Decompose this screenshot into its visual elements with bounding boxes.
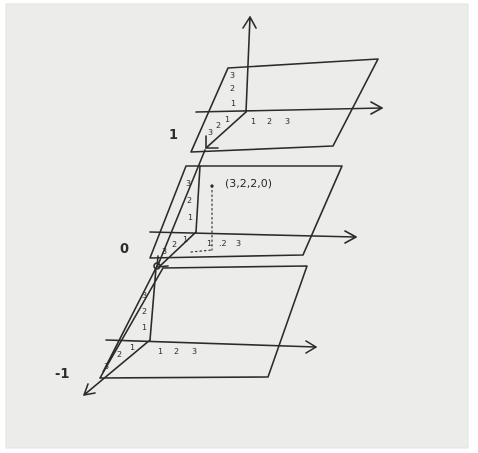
bottom-plane-x-axis: [105, 339, 317, 348]
bottom-plane-y-tick: 3: [142, 291, 147, 300]
bottom-plane-z-arrowhead: [83, 383, 96, 396]
middle-plane-x-tick: 1: [207, 239, 212, 248]
middle-plane-x-axis: [149, 231, 357, 238]
middle-plane: 3 2 1 1 2 3 1 .2 3 (3,2,2,0) 0: [120, 165, 357, 268]
middle-plane-x-arrowhead: [344, 230, 357, 244]
bottom-plane-outline: [99, 265, 308, 379]
top-plane-x-tick: 3: [285, 117, 290, 126]
level-axis-segment-lower: [102, 265, 158, 373]
bottom-plane-z-tick: 1: [130, 343, 135, 352]
middle-plane-point-label: (3,2,2,0): [225, 177, 272, 190]
top-plane-z-tick: 3: [208, 128, 213, 137]
top-plane-x-axis: [195, 107, 383, 113]
bottom-plane-y-tick: 1: [142, 323, 147, 332]
top-plane-x-tick: 2: [267, 117, 272, 126]
middle-plane-projection-horizontal: [190, 249, 213, 253]
top-plane-x-arrowhead: [370, 101, 383, 115]
top-plane-y-arrowhead: [242, 16, 257, 29]
top-plane-outline: [190, 58, 379, 153]
middle-plane-x-tick: 3: [236, 239, 241, 248]
top-plane-y-axis: [245, 16, 251, 113]
bottom-plane-x-arrowhead: [305, 340, 317, 354]
middle-plane-z-tick: 1: [183, 235, 188, 244]
top-plane: 3 2 1 1 2 3 1 2 3 1: [169, 16, 383, 153]
bottom-plane-y-axis: [149, 267, 157, 341]
level-axis-segment-upper: [157, 149, 206, 266]
top-plane-z-axis: [205, 111, 247, 149]
middle-plane-z-axis: [159, 231, 197, 267]
top-plane-y-tick: 3: [230, 71, 235, 80]
middle-plane-level-label: 0: [120, 242, 129, 257]
bottom-plane-z-tick: 3: [104, 362, 109, 371]
top-plane-y-tick: 1: [231, 99, 236, 108]
bottom-plane-level-label: -1: [55, 367, 69, 382]
middle-plane-y-tick: 2: [187, 196, 192, 205]
middle-plane-y-axis: [195, 165, 201, 233]
bottom-plane-y-tick: 2: [142, 307, 147, 316]
bottom-plane-z-axis: [83, 339, 151, 396]
bottom-plane-x-tick: 3: [192, 347, 197, 356]
middle-plane-y-tick: 1: [188, 213, 193, 222]
top-plane-z-tick: 1: [225, 115, 230, 124]
bottom-plane-z-tick: 2: [117, 350, 122, 359]
top-plane-level-label: 1: [169, 128, 178, 143]
middle-plane-outline: [149, 165, 343, 259]
middle-plane-z-tick: 3: [162, 247, 167, 256]
bottom-plane-x-tick: 1: [158, 347, 163, 356]
middle-origin-marker: [153, 262, 161, 270]
middle-plane-x-tick: .2: [219, 239, 227, 248]
top-plane-z-arrowhead: [205, 135, 219, 149]
bottom-plane: 3 2 1 1 2 3 1 2 3 -1: [55, 265, 317, 396]
paper-sheet: [5, 3, 469, 449]
top-plane-z-tick: 2: [216, 121, 221, 130]
middle-plane-y-tick: 3: [186, 179, 191, 188]
middle-plane-z-tick: 2: [172, 240, 177, 249]
middle-plane-point-marker: [210, 184, 214, 188]
bottom-plane-x-tick: 2: [174, 347, 179, 356]
top-plane-x-tick: 1: [251, 117, 256, 126]
top-plane-y-tick: 2: [230, 84, 235, 93]
